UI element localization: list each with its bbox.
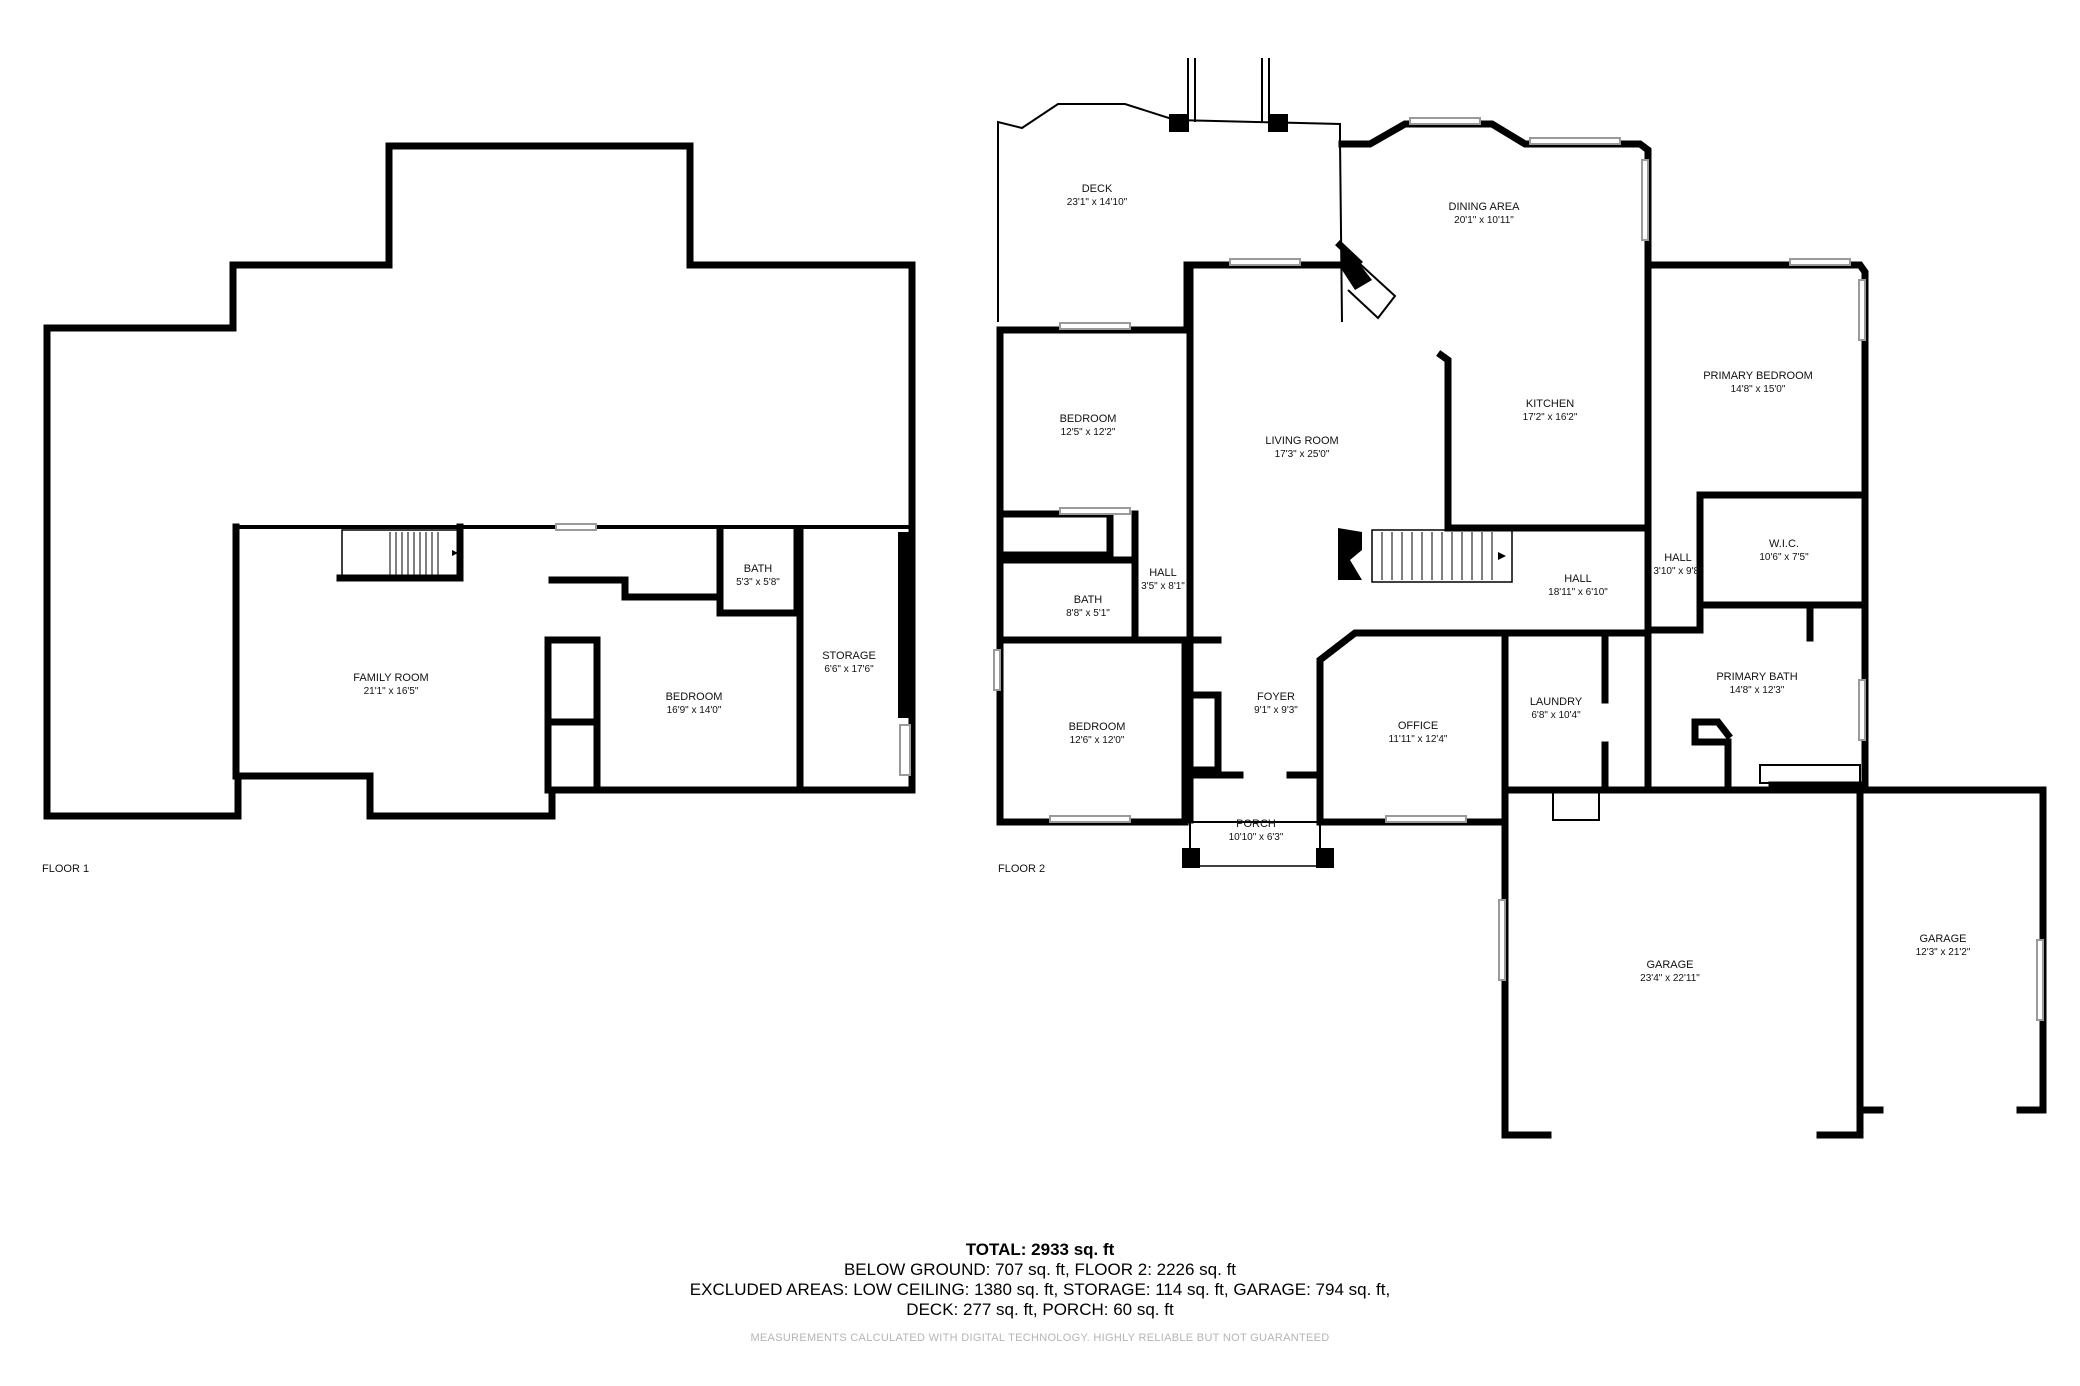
room-dims: 6'8" x 10'4"	[1531, 710, 1581, 721]
living-kitchen-wall	[1436, 350, 1452, 532]
total-area: TOTAL: 2933 sq. ft	[965, 1240, 1115, 1259]
room-name: DINING AREA	[1449, 201, 1521, 213]
room-dims: 17'3" x 25'0"	[1275, 449, 1330, 460]
room-name: BEDROOM	[1069, 721, 1126, 733]
floor-1-stairs	[341, 529, 459, 577]
area-breakdown-line-3: DECK: 277 sq. ft, PORCH: 60 sq. ft	[906, 1300, 1174, 1319]
laundry-wall	[1501, 629, 1609, 794]
room-name: STORAGE	[822, 650, 876, 662]
floor-1-corridor-wall	[548, 576, 724, 612]
room-name: PORCH	[1236, 818, 1276, 830]
floor-1-outer-wall	[43, 142, 916, 820]
room-dims: 12'5" x 12'2"	[1061, 427, 1116, 438]
room-dims: 18'11" x 6'10"	[1548, 587, 1608, 598]
floor-1-storage-window	[899, 724, 911, 776]
room-name: GARAGE	[1919, 933, 1966, 945]
room-name: DECK	[1082, 183, 1113, 195]
room-dims: 17'2" x 16'2"	[1523, 412, 1578, 423]
room-name: HALL	[1564, 573, 1592, 585]
fireplace-hearth	[1347, 263, 1397, 320]
area-breakdown-line-1: BELOW GROUND: 707 sq. ft, FLOOR 2: 2226 …	[843, 1260, 1237, 1279]
area-summary: TOTAL: 2933 sq. ft BELOW GROUND: 707 sq.…	[0, 1240, 2080, 1344]
room-dims: 8'8" x 5'1"	[1066, 608, 1110, 619]
floor-1-plan: FAMILY ROOM 21'1" x 16'5" BATH 5'3" x 5'…	[42, 142, 916, 875]
garage-entry-step	[1552, 789, 1600, 821]
deck-outline	[997, 103, 1343, 323]
room-dims: 16'9" x 14'0"	[667, 705, 722, 716]
room-name: BEDROOM	[666, 691, 723, 703]
floor-2-label: FLOOR 2	[998, 863, 1045, 875]
room-dims: 3'10" x 9'8"	[1653, 566, 1703, 577]
hall-3-wall	[1644, 606, 1704, 634]
room-dims: 14'8" x 15'0"	[1731, 384, 1786, 395]
floor-1-window	[555, 523, 597, 531]
floor-2-plan: DECK 23'1" x 14'10" DINING AREA 20'1" x …	[993, 58, 2047, 1139]
room-dims: 3'5" x 8'1"	[1141, 581, 1185, 592]
room-name: PRIMARY BEDROOM	[1703, 370, 1813, 382]
disclaimer: MEASUREMENTS CALCULATED WITH DIGITAL TEC…	[750, 1332, 1330, 1344]
room-dims: 10'10" x 6'3"	[1229, 832, 1284, 843]
room-name: W.I.C.	[1769, 538, 1799, 550]
floor-1-stair-wall	[336, 523, 464, 582]
room-name: FOYER	[1257, 691, 1295, 703]
bedroom-1-wall	[996, 510, 1114, 559]
room-name: BATH	[1074, 594, 1103, 606]
tub	[1759, 764, 1861, 784]
room-dims: 12'3" x 21'2"	[1916, 947, 1971, 958]
room-dims: 9'1" x 9'3"	[1254, 705, 1298, 716]
room-name: HALL	[1149, 567, 1177, 579]
room-name: KITCHEN	[1526, 398, 1574, 410]
room-dims: 21'1" x 16'5"	[364, 686, 419, 697]
room-dims: 6'6" x 17'6"	[824, 664, 874, 675]
primary-bath-wall-2	[1691, 718, 1733, 789]
floor-1-closet-wall	[548, 636, 601, 794]
floor-1-label: FLOOR 1	[42, 863, 89, 875]
room-name: BEDROOM	[1060, 413, 1117, 425]
room-dims: 11'11" x 12'4"	[1389, 734, 1448, 745]
room-name: LAUNDRY	[1530, 696, 1583, 708]
bath-wall	[999, 556, 1139, 644]
room-name: BATH	[744, 563, 773, 575]
room-name: LIVING ROOM	[1265, 435, 1338, 447]
room-name: FAMILY ROOM	[353, 672, 428, 684]
room-name: HALL	[1664, 552, 1692, 564]
floor-2-stairs	[1371, 529, 1513, 583]
room-dims: 23'4" x 22'11"	[1640, 973, 1700, 984]
floor-2-outer-wall	[996, 261, 1346, 826]
room-dims: 5'3" x 5'8"	[736, 577, 780, 588]
room-name: OFFICE	[1398, 720, 1438, 732]
room-dims: 14'8" x 12'3"	[1730, 685, 1785, 696]
primary-suite-wall	[1644, 491, 1869, 789]
floor-1-storage-thick-wall	[898, 532, 911, 718]
room-dims: 10'6" x 7'5"	[1759, 552, 1809, 563]
room-name: GARAGE	[1646, 959, 1693, 971]
dining-outer-wall	[1338, 120, 1869, 789]
room-dims: 23'1" x 14'10"	[1067, 197, 1128, 208]
foyer-closet-wall	[1186, 636, 1222, 774]
room-name: PRIMARY BATH	[1716, 671, 1797, 683]
area-breakdown-line-2: EXCLUDED AREAS: LOW CEILING: 1380 sq. ft…	[689, 1280, 1391, 1299]
room-dims: 20'1" x 10'11"	[1454, 215, 1514, 226]
room-dims: 12'6" x 12'0"	[1070, 735, 1125, 746]
